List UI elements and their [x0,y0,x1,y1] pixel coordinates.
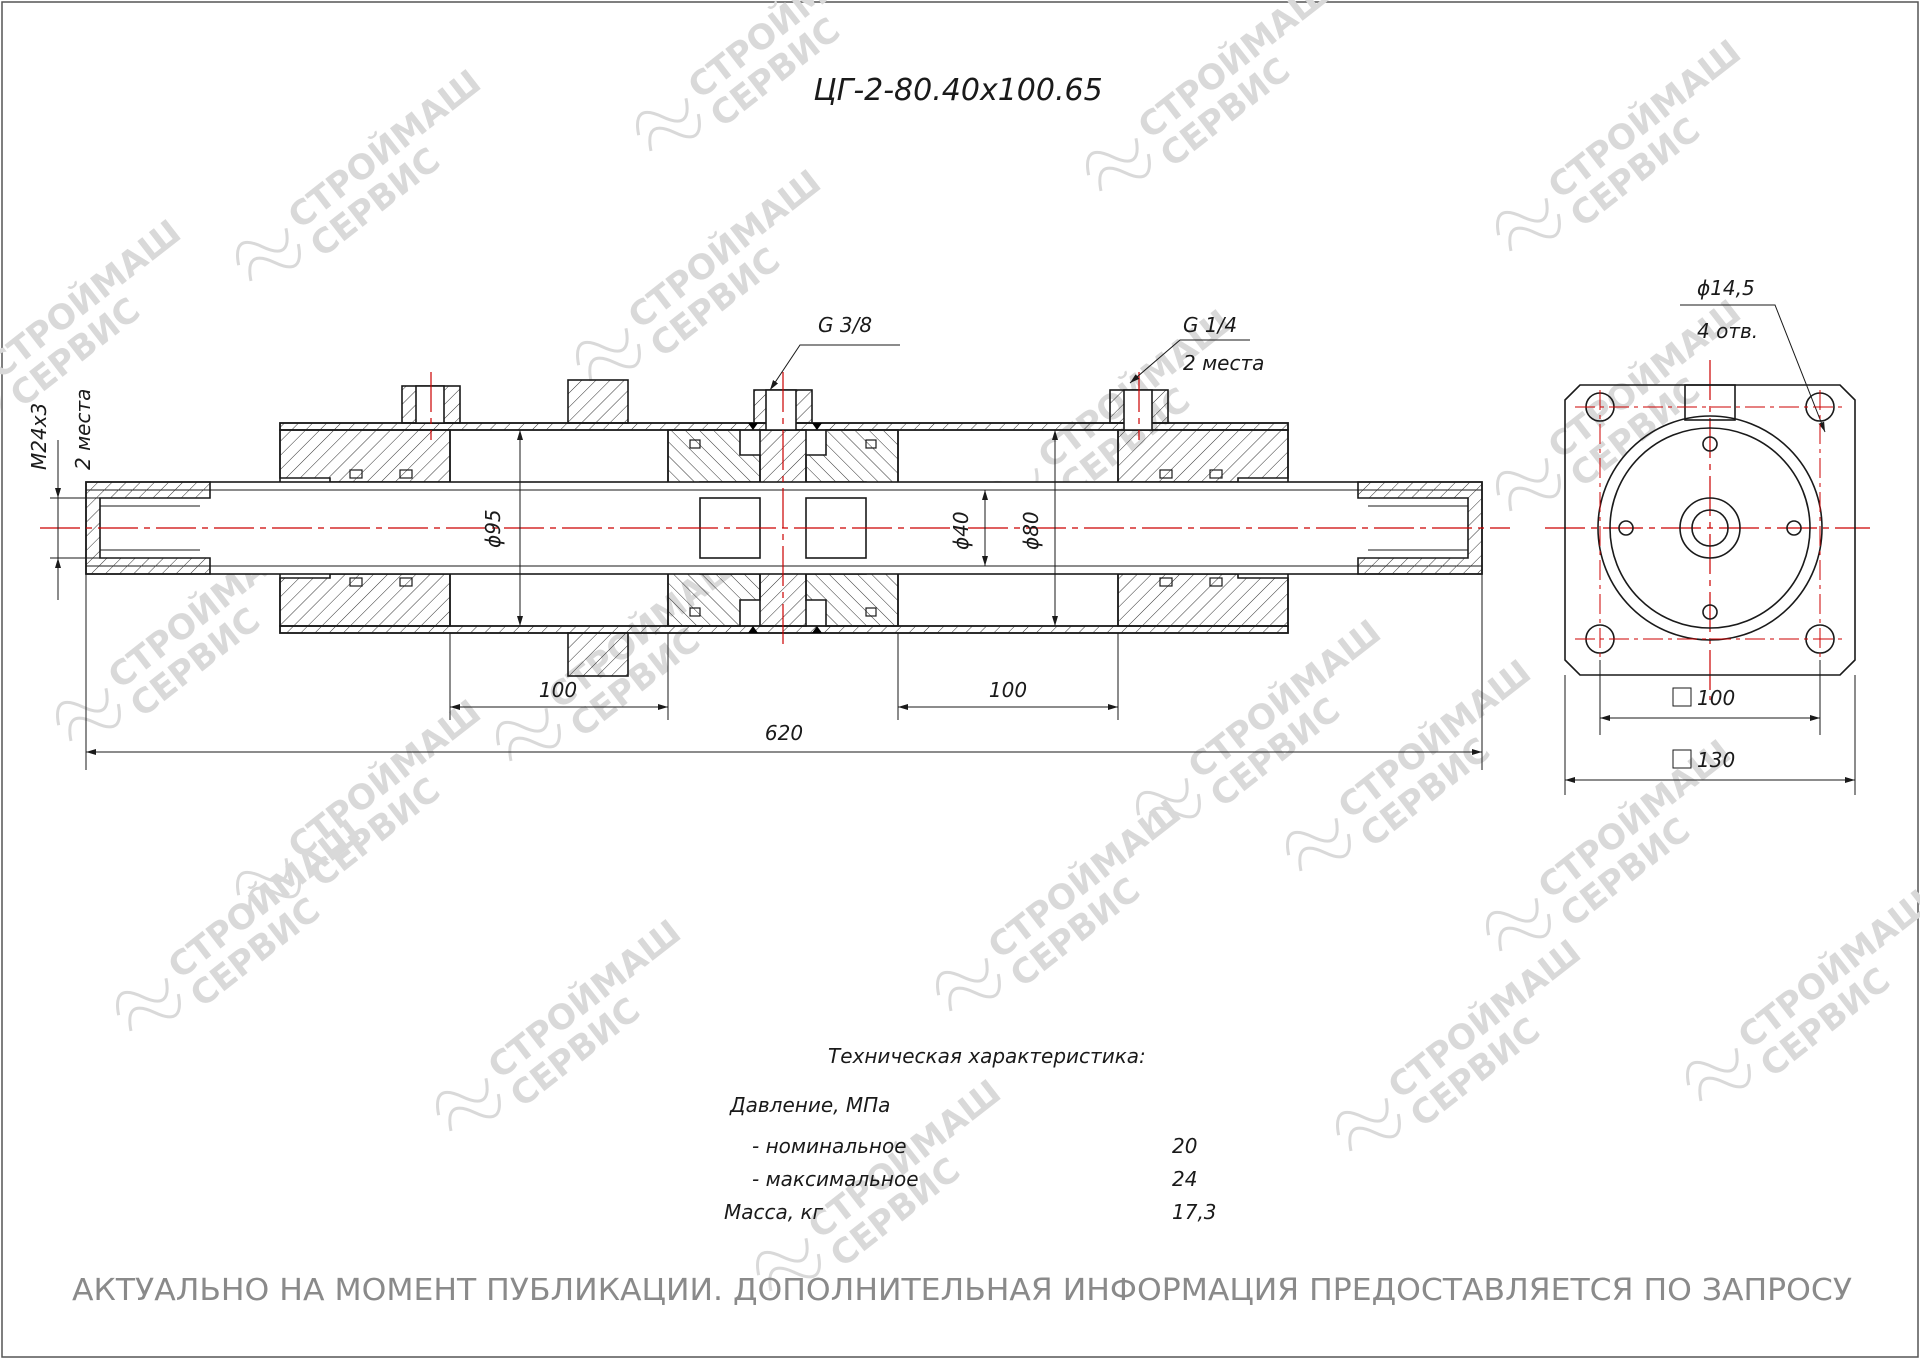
watermark-logo-icon [1136,777,1201,832]
spec-row-nominal-label: - номинальное [752,1134,907,1158]
thread-count-label: 2 места [71,389,95,470]
watermark-logo-icon [1286,817,1351,872]
end-view-centerlines [1575,390,1845,660]
flange-outline [1564,384,1856,676]
watermark-logo-icon [1496,457,1561,512]
dimension-lines [50,304,1826,770]
spec-row-max-value: 24 [1172,1167,1197,1191]
watermark-logo-icon [576,327,641,382]
watermark-logo-icon [116,977,181,1032]
thread-label: M24х3 [27,403,51,470]
o-rings [349,439,1223,617]
bore-label: ϕ80 [1019,511,1043,550]
hole-count-label: 4 отв. [1697,319,1758,343]
publication-notice: АКТУАЛЬНО НА МОМЕНТ ПУБЛИКАЦИИ. ДОПОЛНИТ… [72,1273,1852,1308]
right-gland [1117,429,1289,483]
spec-title: Техническая характеристика: [828,1044,1146,1068]
end-view [1564,384,1856,676]
spec-pressure-label: Давление, МПа [729,1093,890,1117]
stroke-right-label: 100 [989,678,1027,702]
stroke-left-label: 100 [539,678,577,702]
watermark-logo-icon [1496,197,1561,252]
port-right-bore [1123,389,1153,431]
watermark-logo-icon [1686,1047,1751,1102]
bore-outer-label: ϕ95 [481,509,505,548]
square-symbol-100 [1672,687,1692,707]
rod-end-right [1357,481,1483,575]
flange-inner-label: 100 [1697,686,1735,710]
port-center-bore [765,389,797,431]
barrel-wall-bottom [279,625,1289,634]
centerlines [40,360,1870,700]
mount-lug-bottom [567,632,629,677]
port-b-label: G 1/4 [1183,313,1237,337]
port-b-count-label: 2 места [1183,351,1264,375]
overall-length-label: 620 [765,721,803,745]
watermark-logo-icon [496,707,561,762]
square-symbol-130 [1672,749,1692,769]
watermark-logo-icon [236,227,301,282]
piston-block-right [805,429,899,491]
watermark-logo-icon [1336,1097,1401,1152]
watermark-logo-icon [756,1237,821,1292]
spec-mass-label: Масса, кг [724,1200,824,1224]
seals [748,423,822,633]
spec-row-max-label: - максимальное [752,1167,919,1191]
right-gland-bottom [1117,573,1289,627]
end-view-dims [1564,660,1856,795]
port-a-label: G 3/8 [818,313,872,337]
flange-body-circle [1597,415,1823,641]
watermark-logo-icon [636,97,701,152]
flange-port-boss [1684,384,1736,421]
watermark-logo-icon [56,687,121,742]
left-gland [279,429,451,483]
watermark-logo-icon [236,857,301,912]
flange-body-circle-inner [1609,427,1811,629]
spec-row-nominal-value: 20 [1172,1134,1197,1158]
watermark-logo-icon [1086,137,1151,192]
hole-diameter-label: ϕ14,5 [1697,276,1755,300]
rod-diameter-label: ϕ40 [949,511,973,550]
piston-block-left [667,429,761,491]
piston-block-right-bottom [805,565,899,627]
spec-mass-value: 17,3 [1172,1200,1217,1224]
flange-outer-label: 130 [1697,748,1735,772]
rod-thread-circle [1691,509,1729,547]
mount-lug-top [567,379,629,424]
watermark-logo-icon [436,1077,501,1132]
watermark-logo-icon [1486,897,1551,952]
port-left-bore [415,385,445,424]
watermark-logo-icon [936,957,1001,1012]
piston-block-left-bottom [667,565,761,627]
drawing-title: ЦГ-2-80.40х100.65 [813,73,1102,108]
rod-circle [1679,497,1741,559]
left-gland-bottom [279,573,451,627]
